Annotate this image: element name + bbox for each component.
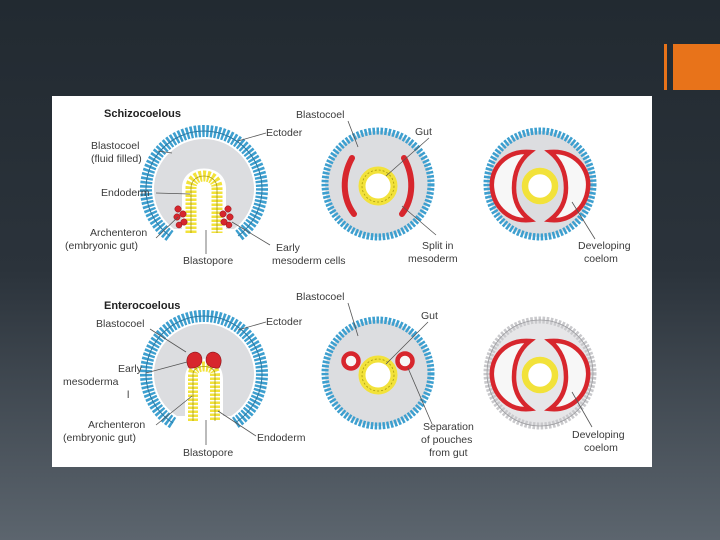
schizo-mesoderm-label: Early [276, 242, 301, 254]
entero-stage2-separation-sublabel: of pouches [421, 434, 472, 446]
entero-stage3-coelom-sublabel: coelom [584, 442, 618, 454]
schizo-archenteron-label: Archenteron [90, 227, 147, 239]
entero-stage3-gut [525, 360, 555, 390]
enterocoelous-title: Enterocoelous [104, 300, 180, 312]
entero-endoderm [193, 367, 215, 422]
schizo-archenteron-sublabel: (embryonic gut) [65, 240, 138, 252]
schizo-blastocoel-sublabel: (fluid filled) [91, 153, 142, 165]
schizo-endoderm [191, 176, 217, 233]
coelom-diagram: Schizocoelous Ectoder Blastocoel (fluid … [52, 96, 652, 467]
schizo-stage2-embryo [325, 131, 431, 237]
schizocoelous-title: Schizocoelous [104, 108, 181, 120]
schizo-endoderm-label: Endoderm [101, 187, 150, 199]
schizo-early-mesoderm-cells [174, 206, 233, 228]
schizo-stage2-split-label: Split in [422, 240, 454, 252]
entero-blastocoel-label: Blastocoel [96, 318, 144, 330]
coelom-formation-figure: Schizocoelous Ectoder Blastocoel (fluid … [52, 96, 652, 467]
entero-archenteron-sublabel: (embryonic gut) [63, 432, 136, 444]
entero-stage3-coelom-label: Developing [572, 429, 625, 441]
entero-ectoderm-label: Ectoder [266, 316, 303, 328]
schizo-stage3-embryo [487, 131, 593, 237]
schizo-blastocoel-label: Blastocoel [91, 140, 139, 152]
schizo-stage3-gut [525, 171, 555, 201]
schizo-stage2-gut-label: Gut [415, 126, 432, 138]
entero-stage2-blastocoel-label: Blastocoel [296, 291, 344, 303]
entero-stage2-pouch-right [398, 354, 413, 369]
schizo-stage2-blastocoel-label: Blastocoel [296, 109, 344, 121]
entero-gastrula [146, 316, 262, 423]
entero-stage2-gut-label: Gut [421, 310, 438, 322]
entero-archenteron-label: Archenteron [88, 419, 145, 431]
schizo-stage3-coelom-label: Developing [578, 240, 631, 252]
title-accent-block [673, 44, 720, 90]
schizo-mesoderm-sublabel: mesoderm cells [272, 255, 346, 267]
entero-mesoderm-label: Early [118, 363, 143, 375]
entero-stage3-embryo [487, 320, 593, 426]
schizo-blastopore-label: Blastopore [183, 255, 233, 267]
entero-stage2-pouch-left [344, 354, 359, 369]
schizo-ectoderm-label: Ectoder [266, 127, 303, 139]
entero-stage2-separation-label: Separation [423, 421, 474, 433]
title-accent-line [664, 44, 667, 90]
entero-stage2-embryo [325, 320, 431, 426]
schizo-stage2-split-sublabel: mesoderm [408, 253, 458, 265]
schizo-stage3-coelom-sublabel: coelom [584, 253, 618, 265]
entero-mesoderm-sublabel-2: l [127, 389, 129, 401]
entero-endoderm-label: Endoderm [257, 432, 306, 444]
entero-mesoderm-sublabel: mesoderma [63, 376, 119, 388]
entero-stage2-separation-sublabel-2: from gut [429, 447, 468, 459]
schizo-gastrula [146, 131, 262, 236]
entero-blastopore-label: Blastopore [183, 447, 233, 459]
